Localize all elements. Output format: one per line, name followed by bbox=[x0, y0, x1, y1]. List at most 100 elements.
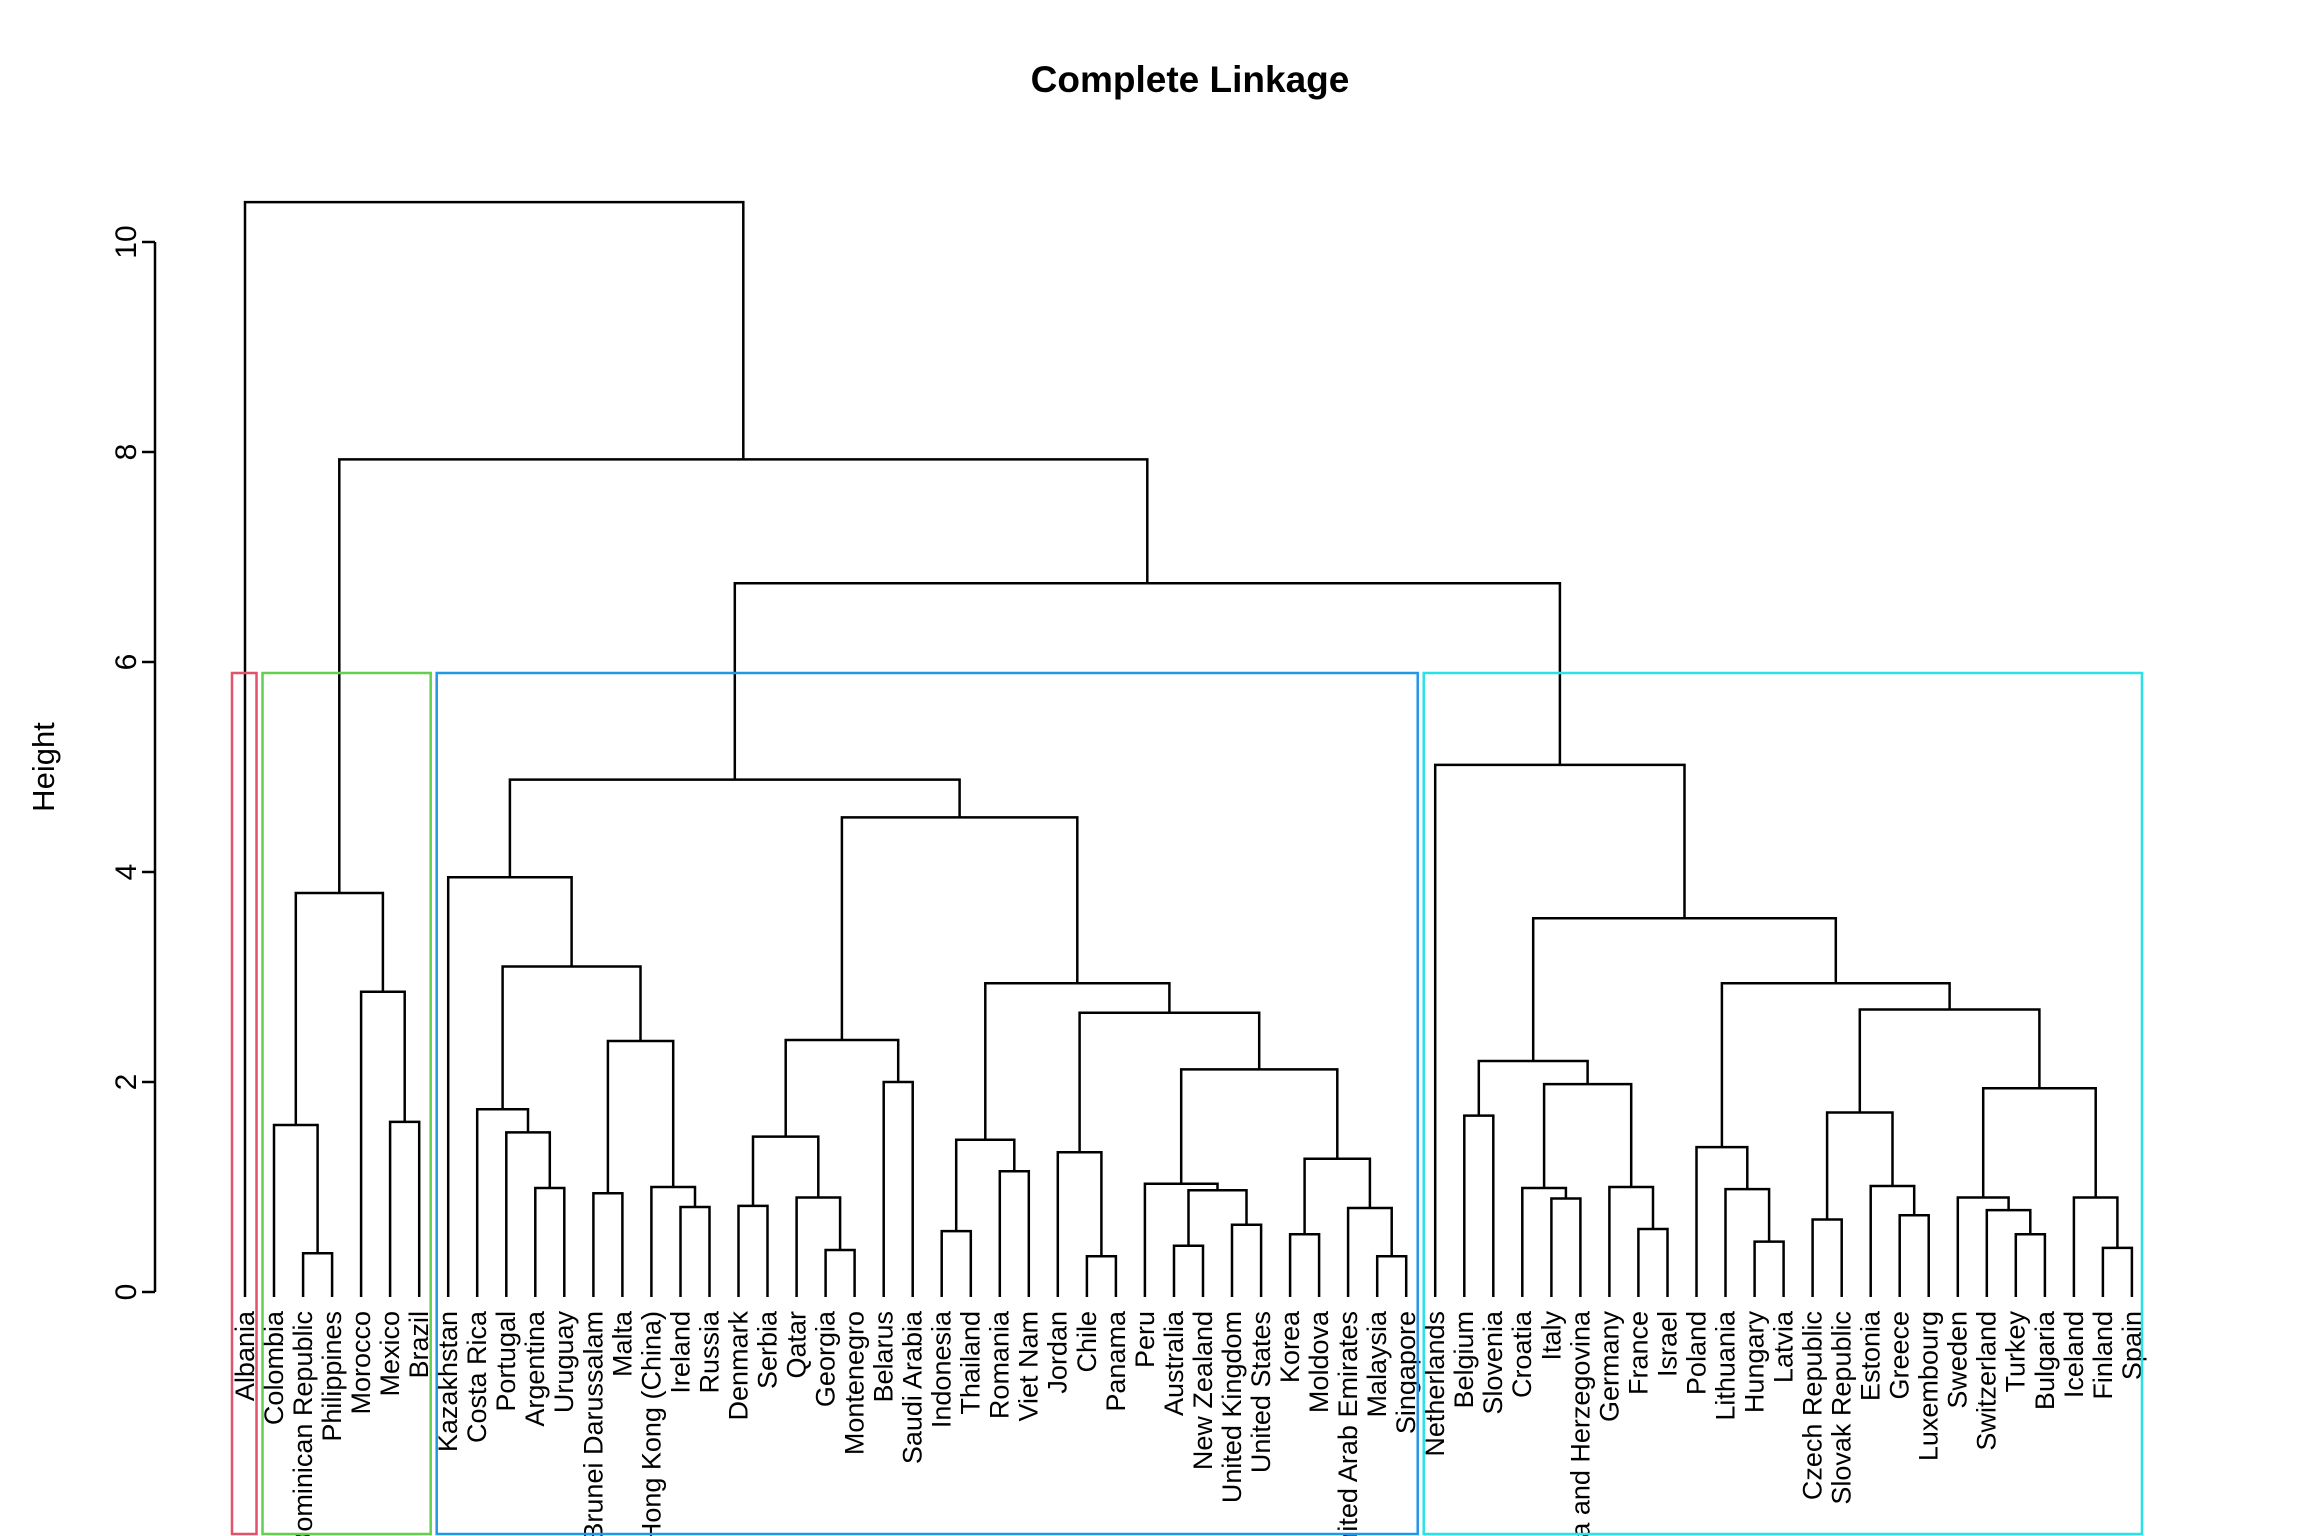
cluster-boxes bbox=[230, 671, 2144, 1536]
y-axis-label: Height bbox=[26, 722, 61, 812]
leaf-label: Israel bbox=[1652, 1311, 1682, 1377]
leaf-label: Qatar bbox=[781, 1311, 811, 1379]
leaf-label: Morocco bbox=[346, 1311, 376, 1415]
leaf-label: Georgia bbox=[811, 1310, 841, 1407]
leaf-label: France bbox=[1623, 1311, 1653, 1395]
leaf-label: Colombia bbox=[259, 1310, 289, 1425]
leaf-label: Slovak Republic bbox=[1827, 1311, 1857, 1505]
leaf-label: Kazakhstan bbox=[433, 1311, 463, 1452]
leaf-label: Romania bbox=[985, 1310, 1015, 1419]
merge-link bbox=[751, 1135, 820, 1206]
merge-link bbox=[1172, 1244, 1205, 1297]
merge-link bbox=[1303, 1157, 1372, 1235]
y-axis-tick-label: 8 bbox=[110, 444, 143, 461]
leaf-label: Estonia bbox=[1856, 1310, 1886, 1401]
merge-link bbox=[508, 778, 961, 878]
merge-link bbox=[954, 1138, 1016, 1232]
cluster-3-box bbox=[435, 671, 1419, 1536]
leaf-label: Philippines bbox=[317, 1311, 347, 1442]
merge-link bbox=[998, 1170, 1031, 1297]
leaf-label: Turkey bbox=[2001, 1311, 2031, 1393]
plot-title: Complete Linkage bbox=[1031, 59, 1350, 100]
merge-link bbox=[1521, 1186, 1568, 1297]
leaf-label: Sweden bbox=[1943, 1311, 1973, 1409]
leaf-label: Belgium bbox=[1449, 1311, 1479, 1409]
merge-link bbox=[1085, 1255, 1118, 1297]
leaf-label: Korea bbox=[1275, 1310, 1305, 1383]
leaf-label: Ireland bbox=[665, 1311, 695, 1394]
leaf-label: Greece bbox=[1885, 1311, 1915, 1400]
y-axis-tick-label: 10 bbox=[110, 225, 143, 258]
merge-link bbox=[1288, 1233, 1321, 1297]
merge-link bbox=[1542, 1082, 1633, 1188]
merge-link bbox=[501, 965, 642, 1110]
merge-link bbox=[1695, 1145, 1749, 1297]
leaf-label: Dominican Republic bbox=[288, 1311, 318, 1536]
leaf-label: Thailand bbox=[956, 1311, 986, 1415]
leaf-label: Costa Rica bbox=[462, 1310, 492, 1443]
merge-link bbox=[795, 1196, 842, 1297]
leaf-label: Luxembourg bbox=[1914, 1311, 1944, 1461]
leaf-label: Chile bbox=[1072, 1311, 1102, 1373]
leaf-label: Hungary bbox=[1739, 1311, 1769, 1414]
merge-link bbox=[534, 1186, 566, 1297]
merge-link bbox=[737, 1204, 769, 1297]
leaf-label: Lithuania bbox=[1710, 1310, 1740, 1421]
merge-link bbox=[2014, 1233, 2047, 1297]
merge-link bbox=[301, 1251, 334, 1297]
leaf-label: Saudi Arabia bbox=[898, 1310, 928, 1464]
leaf-label: Brazil bbox=[404, 1311, 434, 1379]
merge-link bbox=[882, 1080, 914, 1297]
merge-link bbox=[1179, 1068, 1339, 1184]
merge-link bbox=[1898, 1214, 1930, 1297]
merge-link bbox=[784, 1038, 900, 1137]
merge-link bbox=[243, 200, 745, 1297]
merge-link bbox=[824, 1248, 856, 1297]
leaf-label: United Arab Emirates bbox=[1333, 1311, 1363, 1536]
merge-link bbox=[1825, 1111, 1894, 1220]
cluster-4-box bbox=[1422, 671, 2144, 1536]
merge-link bbox=[1346, 1206, 1393, 1297]
leaf-label: Mexico bbox=[375, 1311, 405, 1397]
merge-link bbox=[984, 982, 1171, 1140]
leaf-label: Albania bbox=[230, 1310, 260, 1401]
leaf-label: Czech Republic bbox=[1798, 1311, 1828, 1500]
leaf-label: Malta bbox=[607, 1310, 637, 1377]
merge-link bbox=[505, 1131, 552, 1297]
merge-link bbox=[1720, 982, 1951, 1148]
merge-link bbox=[1230, 1223, 1263, 1297]
leaf-label: Malaysia bbox=[1362, 1310, 1392, 1418]
merge-link bbox=[1724, 1187, 1771, 1297]
merge-link bbox=[1056, 1151, 1103, 1297]
leaf-label: Switzerland bbox=[1972, 1311, 2002, 1451]
merge-link bbox=[359, 990, 406, 1297]
leaf-label: Bulgaria bbox=[2030, 1310, 2060, 1410]
leaf-label: Jordan bbox=[1043, 1311, 1073, 1394]
merge-link bbox=[606, 1039, 675, 1194]
dendrogram-tree-lines bbox=[243, 200, 2134, 1297]
y-axis-tick-label: 6 bbox=[110, 654, 143, 671]
cluster-2-box bbox=[261, 671, 432, 1536]
leaf-label: Russia bbox=[694, 1310, 724, 1394]
merge-link bbox=[338, 458, 1149, 893]
merge-link bbox=[1985, 1208, 2032, 1297]
leaf-label: Denmark bbox=[723, 1311, 753, 1421]
merge-link bbox=[1143, 1182, 1219, 1297]
merge-link bbox=[1187, 1188, 1248, 1246]
merge-link bbox=[1477, 1059, 1589, 1116]
leaf-label: Viet Nam bbox=[1014, 1311, 1044, 1422]
leaf-label: Singapore bbox=[1391, 1311, 1421, 1434]
y-axis-tick-label: 4 bbox=[110, 864, 143, 881]
leaf-label: Uruguay bbox=[549, 1311, 579, 1414]
merge-link bbox=[1463, 1114, 1495, 1297]
merge-link bbox=[1550, 1197, 1582, 1297]
leaf-label: Serbia bbox=[752, 1310, 782, 1389]
merge-link bbox=[2101, 1246, 2134, 1297]
leaf-label: Indonesia bbox=[927, 1310, 957, 1428]
merge-link bbox=[272, 1123, 319, 1297]
merge-link bbox=[1869, 1184, 1916, 1297]
leaf-label: Croatia bbox=[1507, 1310, 1537, 1398]
leaf-label: Hong Kong (China) bbox=[636, 1311, 666, 1536]
leaf-label: Netherlands bbox=[1420, 1311, 1450, 1457]
